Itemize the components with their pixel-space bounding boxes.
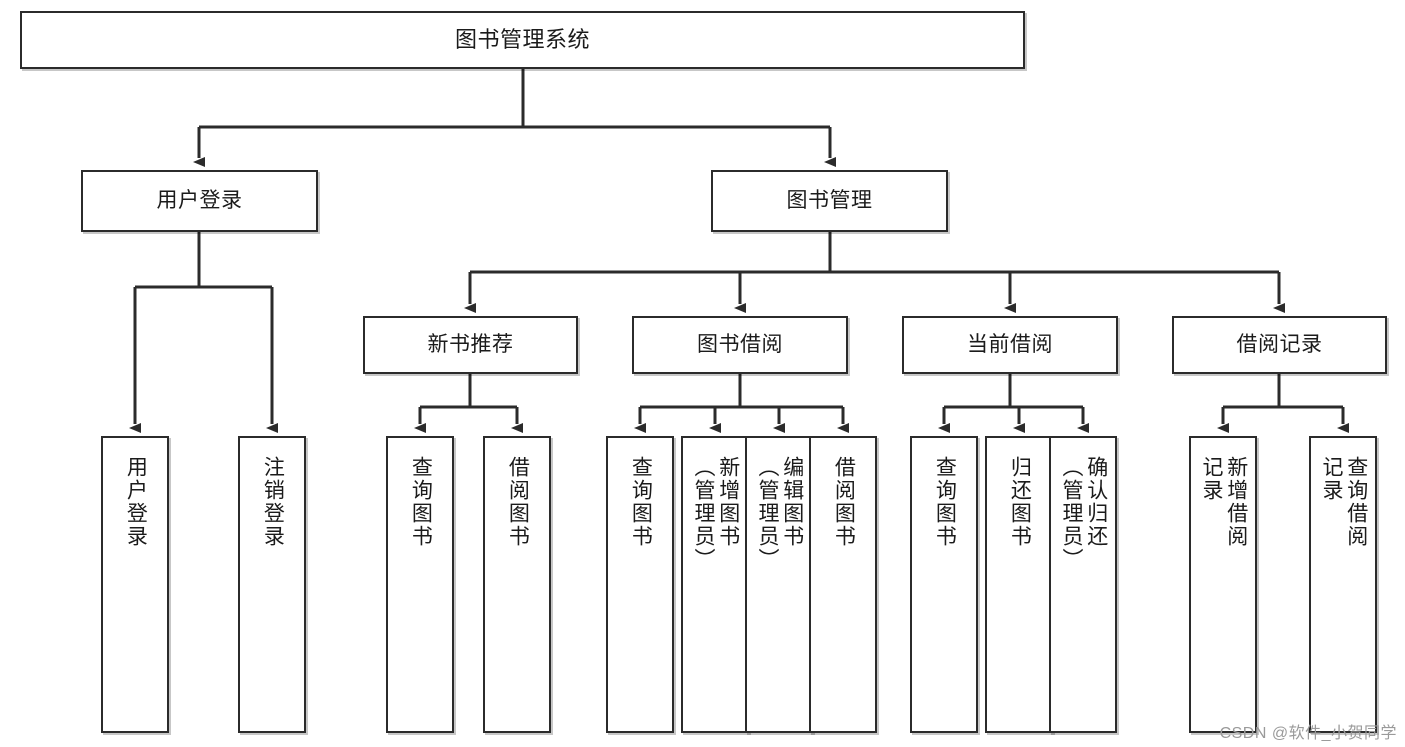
- node-label: 新增图书 （管理员）: [692, 456, 740, 571]
- node-label: 确认归还 （管理员）: [1060, 456, 1108, 571]
- node-level2-current-borrow[interactable]: 当前借阅: [902, 316, 1118, 374]
- node-label: 图书管理: [786, 189, 873, 213]
- node-level2-book-borrow[interactable]: 图书借阅: [632, 316, 848, 374]
- watermark: CSDN @软件_小贺同学: [1219, 725, 1397, 742]
- node-level2-borrow-records[interactable]: 借阅记录: [1172, 316, 1387, 374]
- node-leaf-query-book-current[interactable]: 查询图书: [910, 436, 978, 733]
- node-label: 查询图书: [629, 456, 653, 548]
- node-leaf-query-borrow-record[interactable]: 查询借阅 记录: [1309, 436, 1377, 733]
- node-level2-new-book-recommend[interactable]: 新书推荐: [363, 316, 578, 374]
- node-label: 归还图书: [1008, 456, 1032, 548]
- node-label: 新书推荐: [427, 333, 514, 357]
- node-leaf-borrow-book[interactable]: 借阅图书: [809, 436, 877, 733]
- node-root-label: 图书管理系统: [454, 26, 590, 52]
- node-leaf-query-book-recommend[interactable]: 查询图书: [386, 436, 454, 733]
- node-leaf-return-book[interactable]: 归还图书: [985, 436, 1053, 733]
- node-label: 查询图书: [933, 456, 957, 548]
- node-label: 当前借阅: [967, 333, 1053, 357]
- node-label: 用户登录: [124, 456, 148, 548]
- node-leaf-borrow-book-recommend[interactable]: 借阅图书: [483, 436, 551, 733]
- node-label: 借阅记录: [1236, 333, 1323, 357]
- node-label: 用户登录: [156, 189, 243, 213]
- node-leaf-add-book-admin[interactable]: 新增图书 （管理员）: [681, 436, 749, 733]
- node-level1-user-login[interactable]: 用户登录: [81, 170, 318, 232]
- node-leaf-add-borrow-record[interactable]: 新增借阅 记录: [1189, 436, 1257, 733]
- node-leaf-confirm-return-admin[interactable]: 确认归还 （管理员）: [1049, 436, 1117, 733]
- node-leaf-query-book[interactable]: 查询图书: [606, 436, 674, 733]
- node-leaf-edit-book-admin[interactable]: 编辑图书 （管理员）: [745, 436, 813, 733]
- node-label: 查询借阅 记录: [1320, 456, 1368, 548]
- node-label: 新增借阅 记录: [1200, 456, 1248, 548]
- node-label: 借阅图书: [506, 456, 530, 548]
- node-label: 编辑图书 （管理员）: [756, 456, 804, 571]
- node-label: 图书借阅: [697, 333, 783, 357]
- node-leaf-user-login[interactable]: 用户登录: [101, 436, 169, 733]
- node-label: 查询图书: [409, 456, 433, 548]
- node-leaf-logout[interactable]: 注销登录: [238, 436, 306, 733]
- node-label: 借阅图书: [832, 456, 856, 548]
- node-root[interactable]: 图书管理系统: [20, 11, 1025, 69]
- node-level1-book-management[interactable]: 图书管理: [711, 170, 948, 232]
- node-label: 注销登录: [261, 456, 285, 548]
